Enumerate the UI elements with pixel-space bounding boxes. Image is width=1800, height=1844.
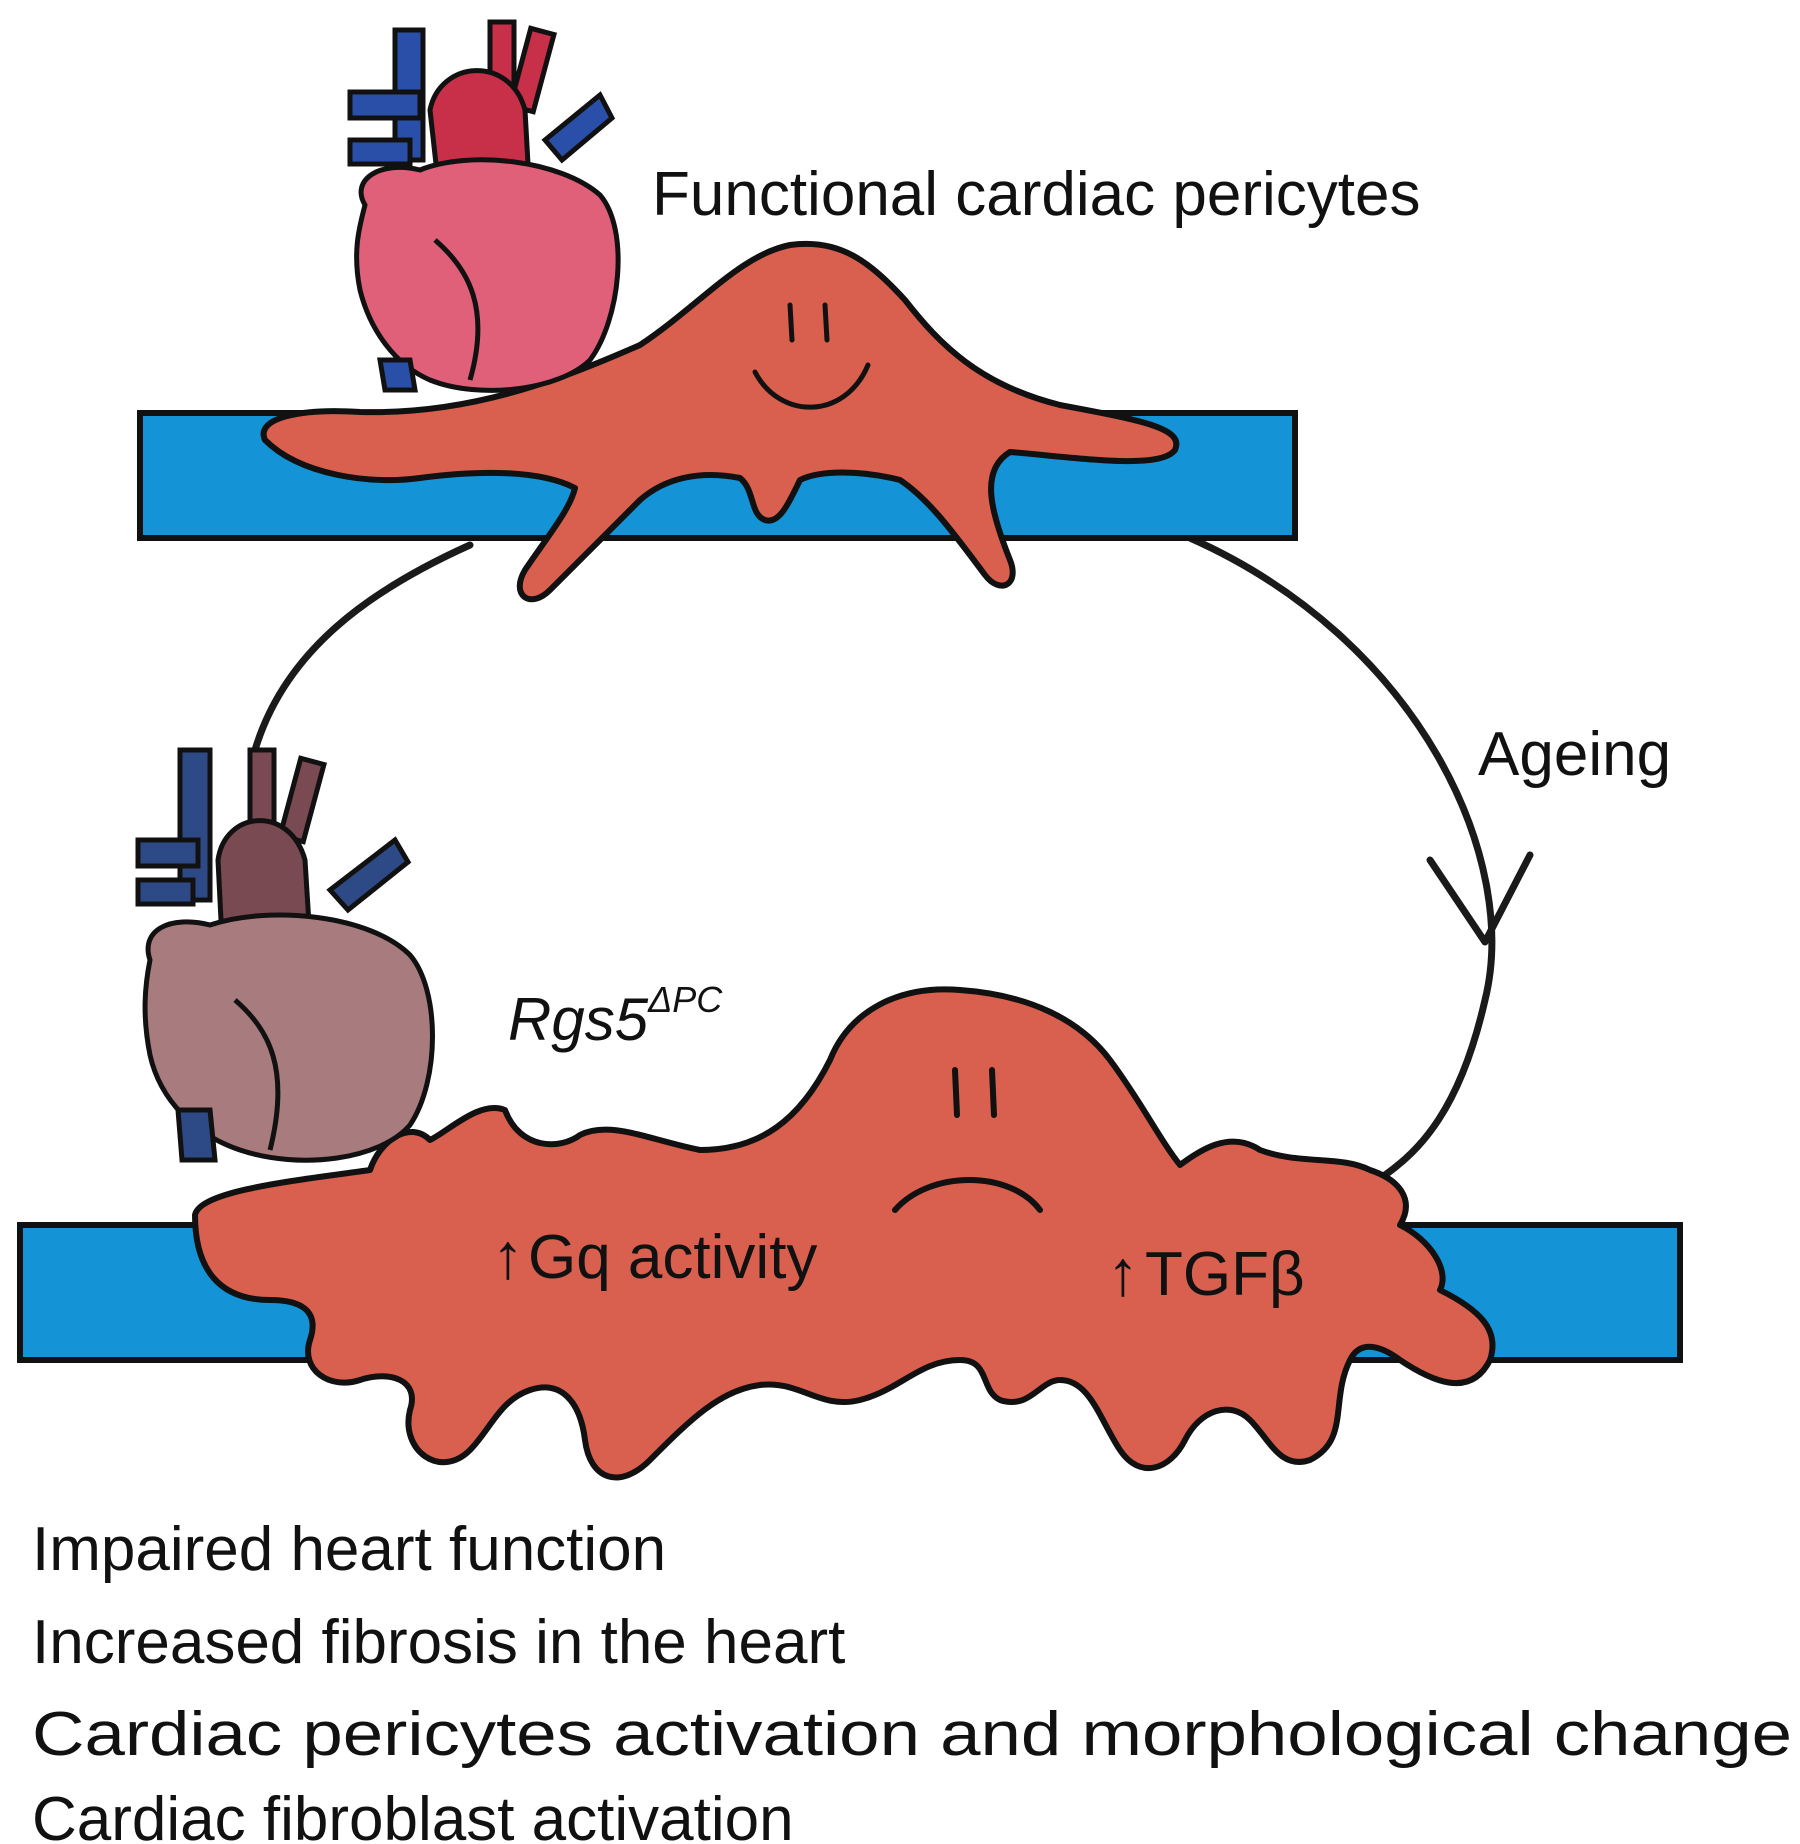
marker-tgfb-label: TGFβ <box>1145 1240 1305 1309</box>
marker-gq: ↑ Gq activity <box>492 1220 817 1292</box>
sad-face <box>892 1067 1043 1213</box>
top-caption: Functional cardiac pericytes <box>652 160 1420 229</box>
outcome-item: Impaired heart function <box>32 1515 666 1584</box>
cycle-arc-right <box>1186 534 1496 1179</box>
outcome-item: Increased fibrosis in the heart <box>32 1608 845 1677</box>
healthy-pericyte-body <box>260 240 1180 603</box>
genotype-base: Rgs5 <box>508 986 649 1053</box>
genotype-superscript: ΔPC <box>647 979 723 1020</box>
ageing-label: Ageing <box>1478 720 1671 789</box>
happy-face <box>752 302 871 410</box>
aged-heart-icon <box>135 747 435 1163</box>
activated-pericyte-body <box>192 986 1496 1481</box>
healthy-heart-icon <box>347 19 621 393</box>
marker-gq-arrow: ↑ <box>492 1220 524 1292</box>
outcome-item: Cardiac fibroblast activation <box>32 1785 794 1844</box>
genotype-label: Rgs5ΔPC <box>508 979 723 1053</box>
outcome-list: Impaired heart function Increased fibros… <box>32 1515 1792 1844</box>
outcome-item: Cardiac pericytes activation and morphol… <box>32 1700 1792 1769</box>
marker-tgfb-arrow: ↑ <box>1107 1237 1139 1309</box>
ageing-cycle-arrow <box>251 534 1534 1179</box>
activated-pericyte <box>192 986 1496 1481</box>
healthy-pericyte <box>260 240 1180 603</box>
marker-tgfb: ↑ TGFβ <box>1107 1237 1305 1309</box>
marker-gq-label: Gq activity <box>528 1223 817 1292</box>
cycle-arc-left <box>251 541 474 754</box>
cycle-arrowhead <box>1426 851 1534 946</box>
